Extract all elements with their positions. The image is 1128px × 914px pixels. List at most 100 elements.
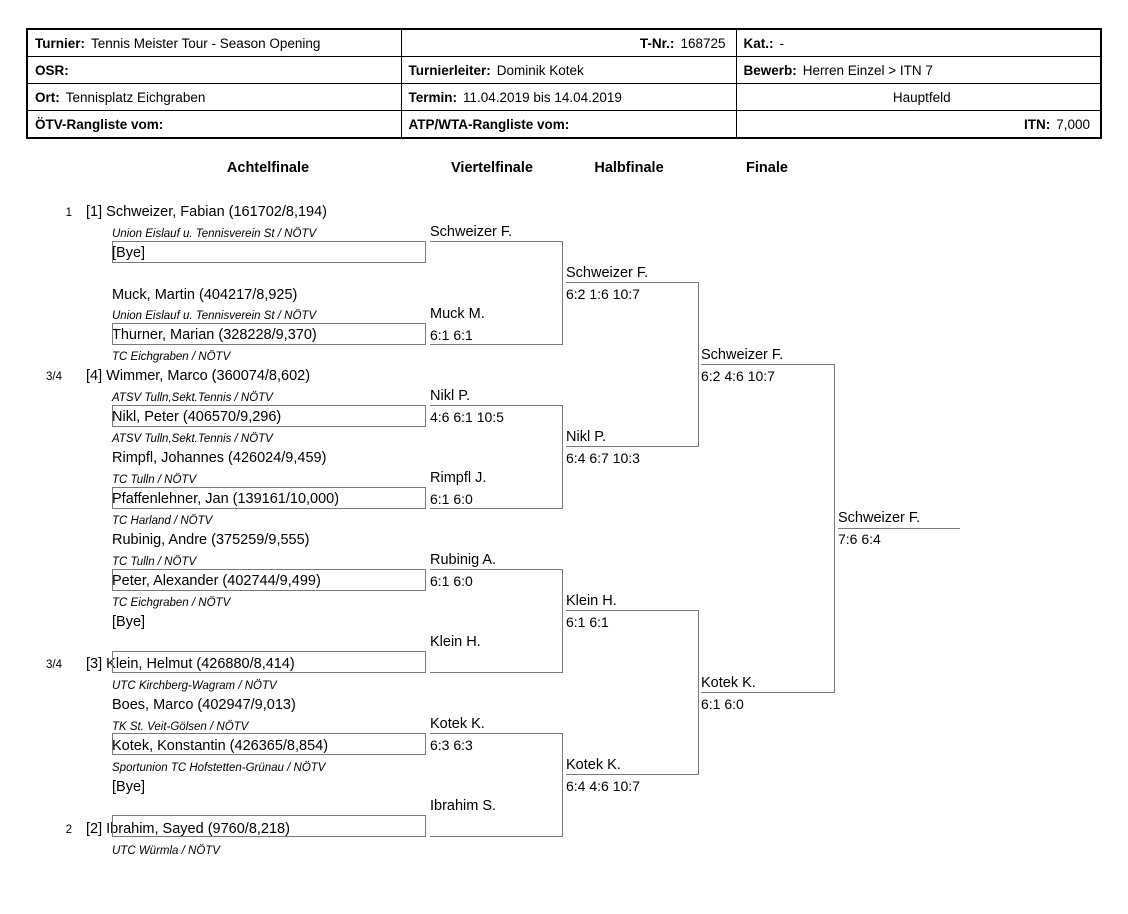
player-name: [Bye] xyxy=(112,614,146,630)
player-name: Kotek, Konstantin (426365/8,854) xyxy=(112,738,329,754)
player-name: [Bye] xyxy=(112,779,146,795)
bracket-line xyxy=(425,241,426,263)
bracket-line xyxy=(425,487,426,509)
bracket-line xyxy=(566,446,698,447)
round-heading-viertelfinale: Viertelfinale xyxy=(451,160,533,176)
match-winner: Schweizer F. xyxy=(566,265,649,281)
match-score: 6:4 4:6 10:7 xyxy=(566,778,640,794)
match-winner: Schweizer F. xyxy=(430,224,513,240)
info-value: Tennisplatz Eichgraben xyxy=(65,89,206,105)
player-club: TC Tulln / NÖTV xyxy=(112,474,197,486)
info-label: Bewerb: xyxy=(743,62,797,78)
bracket-line xyxy=(425,405,426,427)
match-score: 6:1 6:1 xyxy=(430,327,473,343)
info-value: 7,000 xyxy=(1056,116,1090,132)
info-row: ÖTV-Rangliste vom: ATP/WTA-Rangliste vom:… xyxy=(26,110,1102,139)
bracket-line xyxy=(112,241,425,242)
info-cell: Ort:Tennisplatz Eichgraben xyxy=(26,83,402,111)
bracket-line xyxy=(698,610,699,775)
bracket-line xyxy=(112,651,113,673)
seed-number: 1 xyxy=(65,207,72,219)
bracket-line xyxy=(425,323,426,345)
match-winner: Schweizer F. xyxy=(701,347,784,363)
bracket-line xyxy=(112,815,113,837)
info-label: ÖTV-Rangliste vom: xyxy=(35,116,164,132)
bracket-line xyxy=(566,610,698,611)
player-name: Pfaffenlehner, Jan (139161/10,000) xyxy=(112,491,340,507)
seed-number: 2 xyxy=(65,824,72,836)
bracket-line xyxy=(834,364,835,693)
info-cell: Bewerb: Herren Einzel > ITN 7 xyxy=(735,56,1102,84)
player-name: [3] Klein, Helmut (426880/8,414) xyxy=(86,656,295,672)
player-club: ATSV Tulln,Sekt.Tennis / NÖTV xyxy=(112,433,273,445)
round-heading-halbfinale: Halbfinale xyxy=(594,160,664,176)
player-club: TC Tulln / NÖTV xyxy=(112,556,197,568)
champion-name: Schweizer F. xyxy=(838,510,921,526)
round-headings: Achtelfinale Viertelfinale Halbfinale Fi… xyxy=(0,160,1128,180)
info-cell: Termin:11.04.2019 bis 14.04.2019 xyxy=(400,83,737,111)
bracket-line xyxy=(701,692,834,693)
bracket-line xyxy=(425,569,426,591)
match-score: 6:2 1:6 10:7 xyxy=(566,286,640,302)
player-name: [4] Wimmer, Marco (360074/8,602) xyxy=(86,368,311,384)
info-value: Herren Einzel > ITN 7 xyxy=(802,62,933,78)
match-winner: Rubinig A. xyxy=(430,552,497,568)
info-value: Dominik Kotek xyxy=(496,62,584,78)
bracket-line xyxy=(112,651,425,652)
player-name: Rimpfl, Johannes (426024/9,459) xyxy=(112,450,327,466)
bracket-line xyxy=(838,528,960,529)
match-winner: Rimpfl J. xyxy=(430,470,487,486)
bracket-line xyxy=(112,672,425,673)
match-winner: Kotek K. xyxy=(566,757,621,773)
match-score: 6:1 6:0 xyxy=(430,573,473,589)
bracket-line xyxy=(698,282,699,447)
seed-number: 3/4 xyxy=(46,659,62,671)
bracket-line xyxy=(112,405,113,427)
info-label: Termin: xyxy=(408,89,458,105)
info-cell: Hauptfeld xyxy=(735,83,1102,111)
bracket-line xyxy=(112,569,113,591)
seed-number: 3/4 xyxy=(46,371,62,383)
bracket-line xyxy=(112,815,425,816)
bracket-line xyxy=(430,836,562,837)
bracket-line xyxy=(112,487,113,509)
bracket-line xyxy=(562,733,563,837)
bracket-line xyxy=(112,569,425,570)
bracket-line xyxy=(430,344,562,345)
match-winner: Muck M. xyxy=(430,306,485,322)
info-label: ATP/WTA-Rangliste vom: xyxy=(408,116,570,132)
player-name: [Bye] xyxy=(112,245,146,261)
champion-score: 7:6 6:4 xyxy=(838,531,881,547)
player-club: UTC Kirchberg-Wagram / NÖTV xyxy=(112,680,277,692)
player-name: [1] Schweizer, Fabian (161702/8,194) xyxy=(86,204,328,220)
match-score: 4:6 6:1 10:5 xyxy=(430,409,504,425)
bracket-line xyxy=(112,241,113,263)
match-score: 6:3 6:3 xyxy=(430,737,473,753)
round-heading-achtelfinale: Achtelfinale xyxy=(226,160,310,176)
info-value: 168725 xyxy=(680,35,726,51)
info-label: Turnier: xyxy=(35,35,85,51)
info-cell: ITN: 7,000 xyxy=(735,110,1102,139)
player-club: Union Eislauf u. Tennisverein St / NÖTV xyxy=(112,228,317,240)
player-club: UTC Würmla / NÖTV xyxy=(112,845,220,857)
player-name: Thurner, Marian (328228/9,370) xyxy=(112,327,317,343)
info-value: Hauptfeld xyxy=(892,89,951,105)
match-score: 6:1 6:0 xyxy=(701,696,744,712)
player-name: Rubinig, Andre (375259/9,555) xyxy=(112,532,310,548)
player-name: Boes, Marco (402947/9,013) xyxy=(112,697,296,713)
bracket-line xyxy=(112,262,425,263)
bracket-line xyxy=(112,344,425,345)
bracket-line xyxy=(430,672,562,673)
bracket-line xyxy=(112,754,425,755)
bracket-line xyxy=(566,774,698,775)
match-score: 6:1 6:0 xyxy=(430,491,473,507)
info-label: ITN: xyxy=(1023,116,1051,132)
player-club: Union Eislauf u. Tennisverein St / NÖTV xyxy=(112,310,317,322)
bracket-line xyxy=(112,323,425,324)
info-cell: ÖTV-Rangliste vom: xyxy=(26,110,402,139)
bracket-line xyxy=(430,508,562,509)
info-value: Tennis Meister Tour - Season Opening xyxy=(91,35,321,51)
